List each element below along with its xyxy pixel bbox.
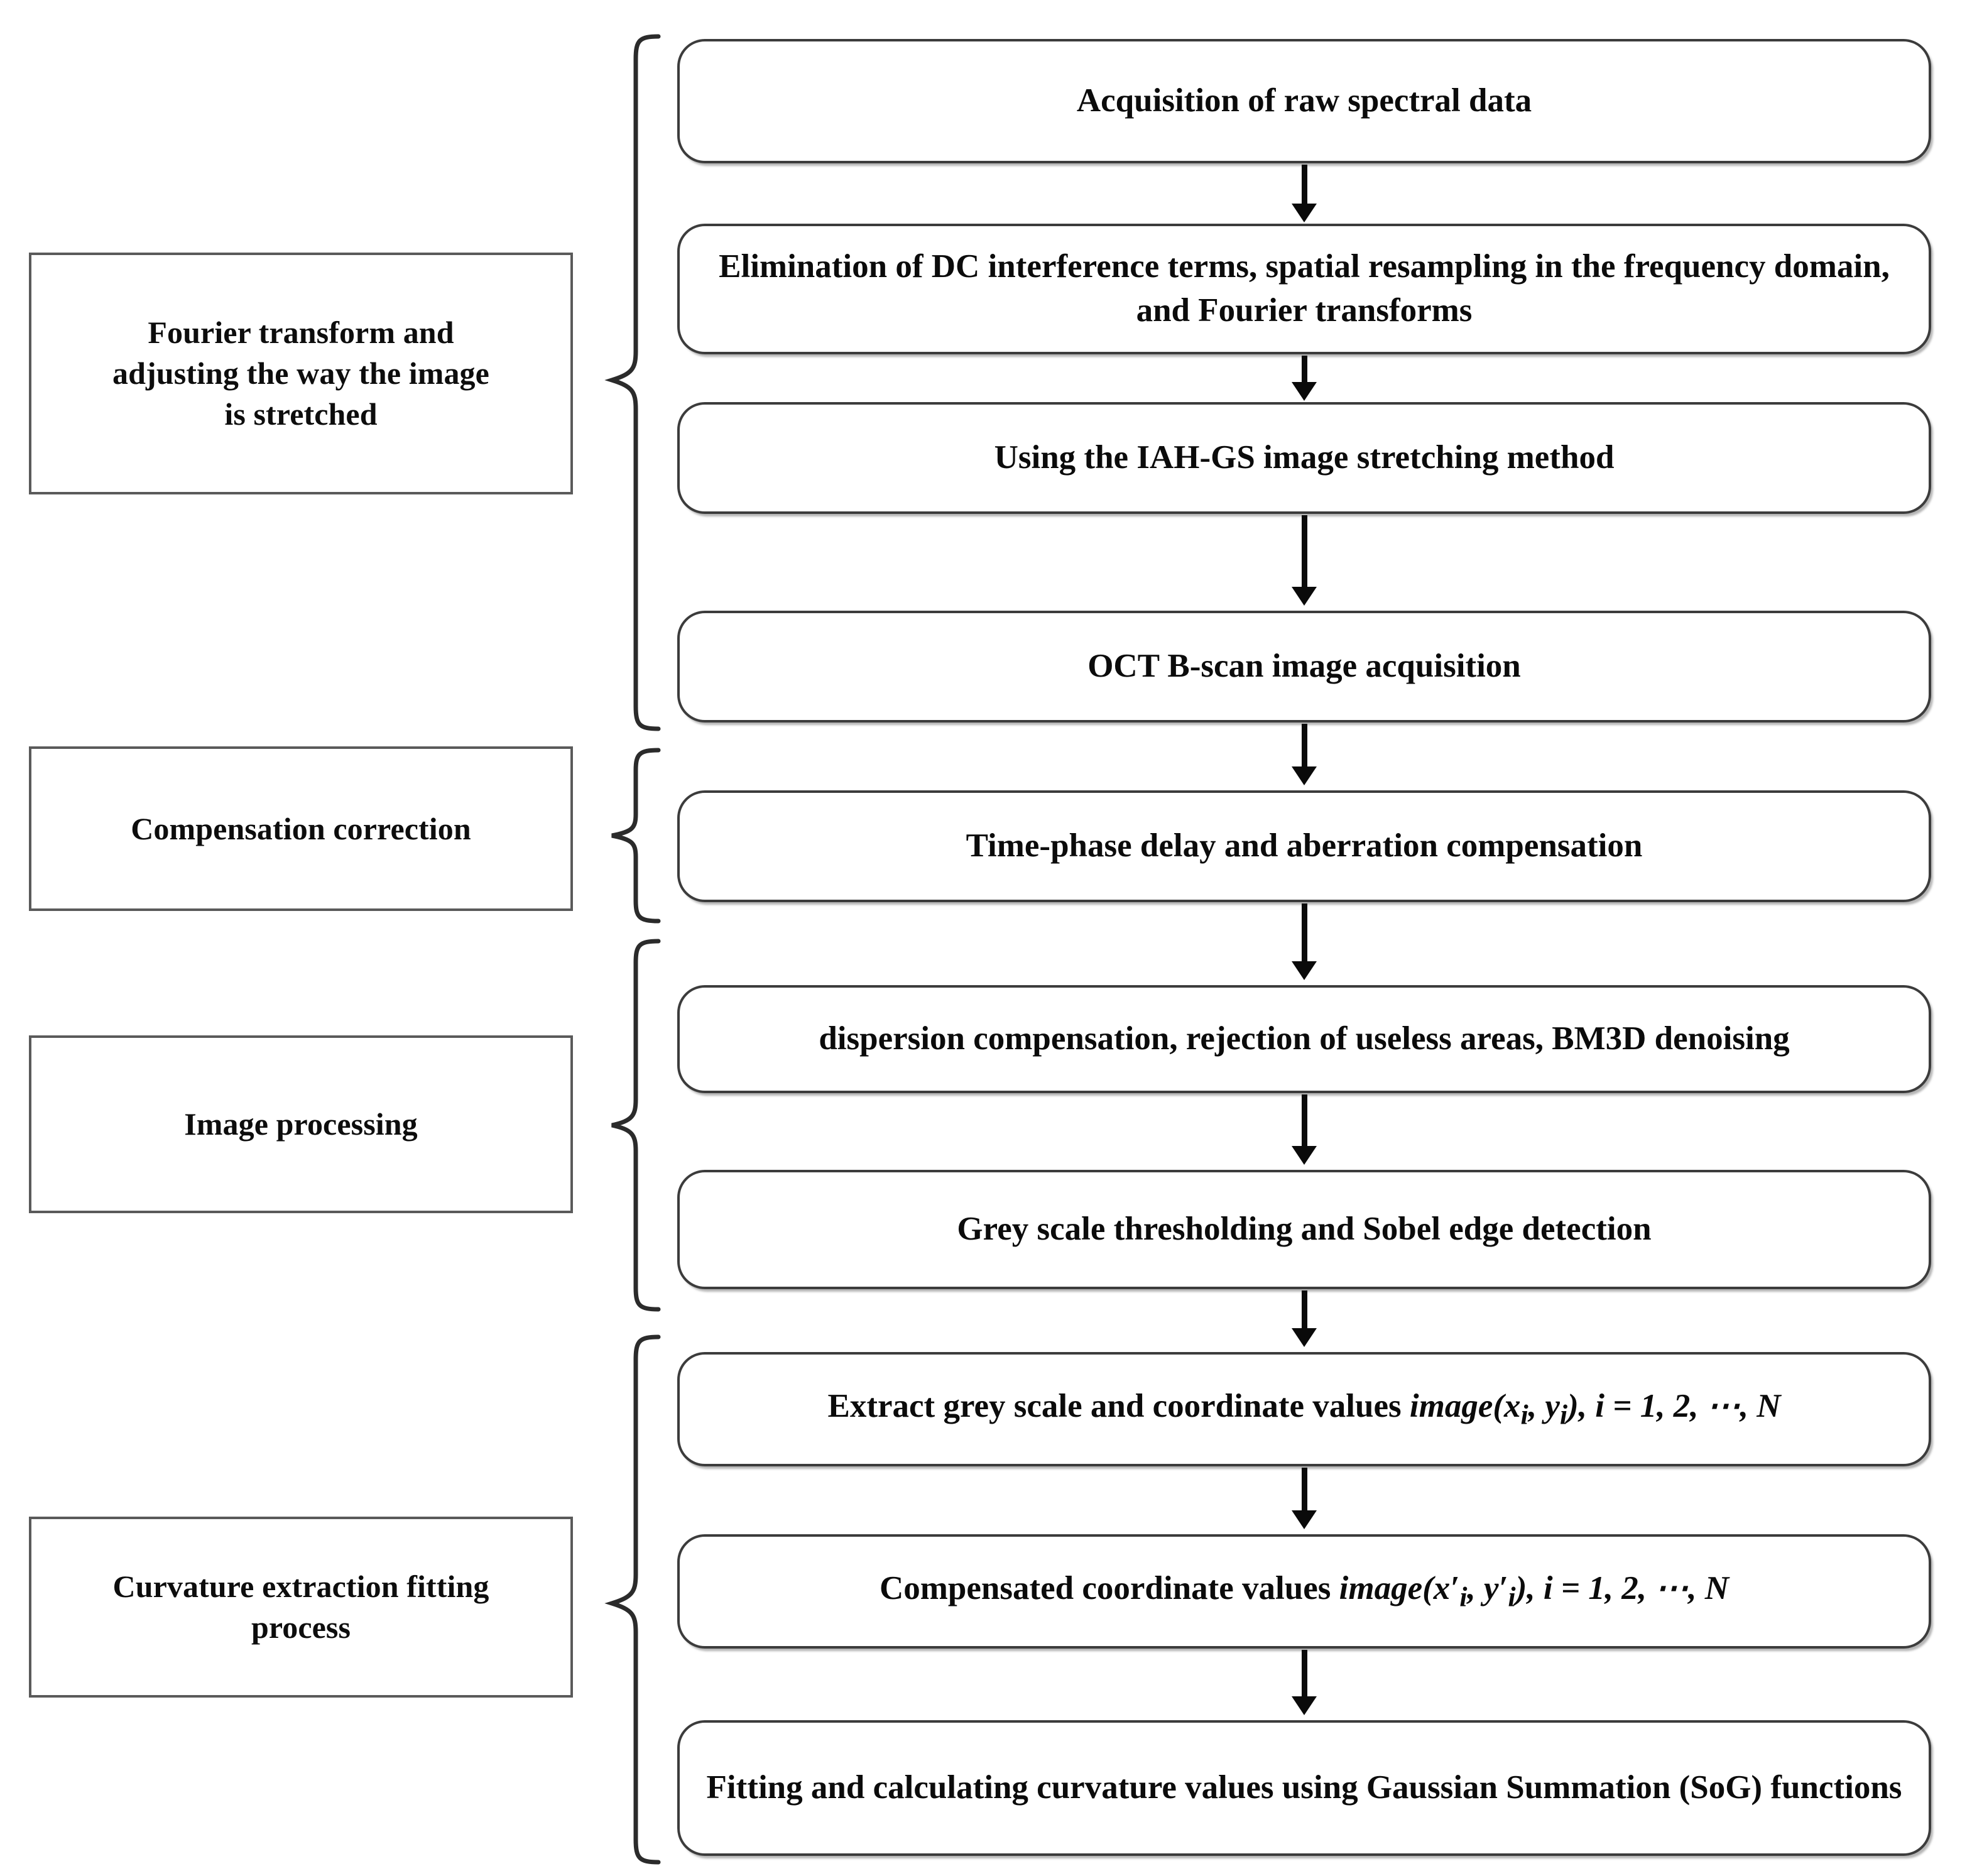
process-label: Time-phase delay and aberration compensa… (966, 827, 1643, 864)
process-box-elimination-dc-resampling-fourier[interactable]: Elimination of DC interference terms, sp… (677, 224, 1931, 354)
process-box-iah-gs-image-stretching[interactable]: Using the IAH-GS image stretching method (677, 402, 1931, 514)
math-prime-x: ′ (1450, 1570, 1460, 1607)
math-var-y: y (1483, 1570, 1499, 1607)
math-sub-x: i (1459, 1581, 1468, 1613)
process-label: Grey scale thresholding and Sobel edge d… (957, 1211, 1652, 1248)
process-box-extract-grey-scale-coordinates[interactable]: Extract grey scale and coordinate values… (677, 1352, 1931, 1466)
category-line: Curvature extraction fitting (112, 1569, 489, 1604)
math-sub-y: i (1508, 1581, 1516, 1613)
math-var-x: x (1433, 1570, 1451, 1607)
process-label: Acquisition of raw spectral data (1076, 82, 1532, 119)
process-label: Elimination of DC interference terms, sp… (719, 248, 1890, 329)
math-separator: , (1467, 1570, 1484, 1607)
process-label-prefix: Extract grey scale and coordinate values (827, 1388, 1410, 1425)
process-line: (SoG) functions (1679, 1769, 1902, 1806)
math-function-name: image (1409, 1388, 1493, 1425)
process-box-oct-b-scan-image-acquisition[interactable]: OCT B-scan image acquisition (677, 611, 1931, 723)
brace-image-processing (608, 939, 661, 1312)
math-var-x: x (1504, 1388, 1521, 1425)
process-box-grey-scale-threshold-sobel[interactable]: Grey scale thresholding and Sobel edge d… (677, 1170, 1931, 1289)
process-label: Fitting and calculating curvature values… (701, 1766, 1907, 1810)
process-label: OCT B-scan image acquisition (1087, 648, 1521, 685)
category-line: Image processing (184, 1106, 418, 1142)
category-line: Compensation correction (131, 810, 471, 846)
category-box-curvature-extraction-fitting-process: Curvature extraction fitting process (29, 1517, 573, 1698)
category-line: process (251, 1610, 351, 1645)
category-line: adjusting the way the image (112, 356, 489, 391)
math-close-paren: ) (1567, 1388, 1579, 1425)
math-separator: , (1528, 1388, 1545, 1425)
math-prime-y: ′ (1498, 1570, 1508, 1607)
math-open-paren: ( (1493, 1388, 1505, 1425)
math-close-paren: ) (1515, 1570, 1527, 1607)
category-box-image-processing: Image processing (29, 1035, 573, 1213)
math-open-paren: ( (1422, 1570, 1434, 1607)
process-label: Compensated coordinate values image(x′i,… (701, 1567, 1907, 1616)
brace-fourier-transform-stretch (604, 34, 661, 731)
category-box-fourier-transform-stretch: Fourier transform and adjusting the way … (29, 253, 573, 494)
process-label: dispersion compensation, rejection of us… (819, 1020, 1790, 1057)
math-index-range: , i = 1, 2, ⋯, N (1578, 1388, 1781, 1425)
brace-compensation-correction (608, 748, 661, 924)
math-index-range: , i = 1, 2, ⋯, N (1527, 1570, 1730, 1607)
process-box-acquisition-raw-spectral-data[interactable]: Acquisition of raw spectral data (677, 39, 1931, 163)
process-box-compensated-coordinate-values[interactable]: Compensated coordinate values image(x′i,… (677, 1534, 1931, 1649)
process-label-prefix: Compensated coordinate values (879, 1570, 1339, 1607)
math-sub-x: i (1520, 1399, 1528, 1431)
category-line: is stretched (224, 396, 378, 432)
math-var-y: y (1545, 1388, 1560, 1425)
process-box-fitting-curvature-sog[interactable]: Fitting and calculating curvature values… (677, 1720, 1931, 1856)
process-box-time-phase-delay-aberration-compensation[interactable]: Time-phase delay and aberration compensa… (677, 790, 1931, 902)
brace-curvature-extraction-fitting-process (604, 1334, 661, 1865)
category-line: Fourier transform and (148, 315, 454, 350)
category-box-compensation-correction: Compensation correction (29, 746, 573, 911)
math-sub-y: i (1559, 1399, 1568, 1431)
process-box-dispersion-rejection-bm3d[interactable]: dispersion compensation, rejection of us… (677, 985, 1931, 1093)
process-label: Extract grey scale and coordinate values… (701, 1385, 1907, 1434)
process-label: Using the IAH-GS image stretching method (994, 439, 1615, 476)
math-function-name: image (1339, 1570, 1423, 1607)
process-line: Fitting and calculating curvature values… (706, 1769, 1671, 1806)
